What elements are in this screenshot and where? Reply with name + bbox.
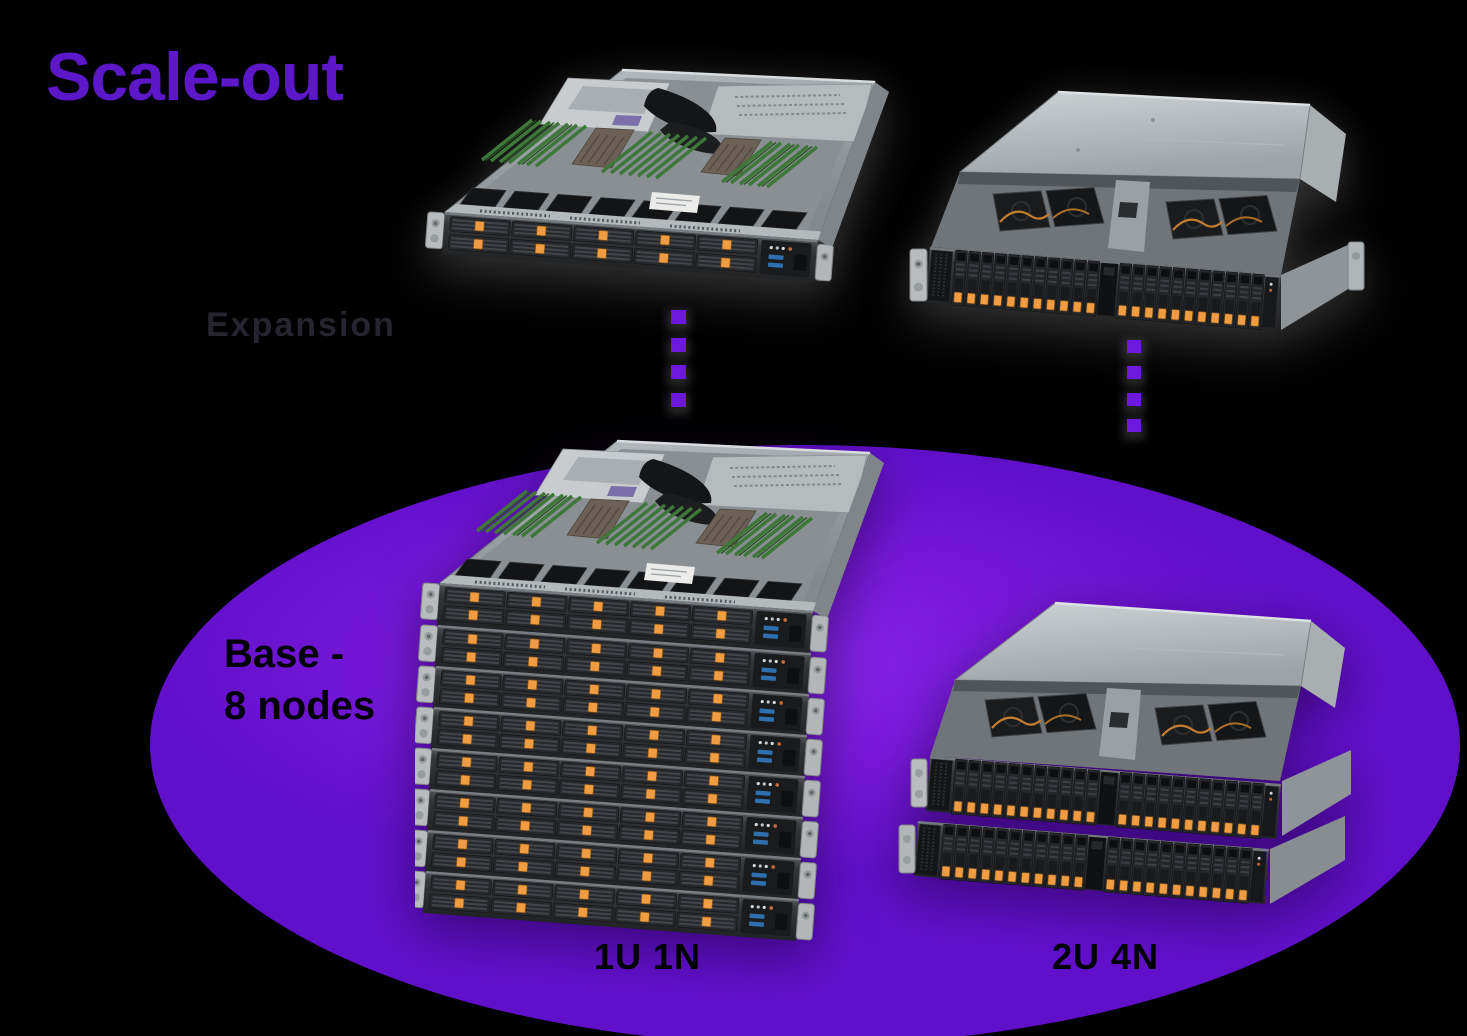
expansion-label: Expansion: [206, 306, 396, 344]
connector-dot: [671, 365, 686, 380]
server-stack-8-nodes-image: [415, 393, 893, 945]
base-label-line2: 8 nodes: [224, 684, 376, 728]
label-2u4n: 2U 4N: [1052, 936, 1160, 977]
page-title: Scale-out: [46, 39, 344, 115]
connector-dot: [1127, 366, 1141, 380]
base-label-line1: Base -: [224, 632, 345, 676]
server-2u-expansion-image: [909, 90, 1365, 340]
connector-dot: [671, 392, 686, 407]
connector-dot: [671, 337, 686, 352]
server-2u4n-image: [898, 601, 1351, 912]
label-1u1n: 1U 1N: [594, 936, 702, 977]
connector-dot: [1127, 392, 1141, 406]
base-label: Base - 8 nodes: [224, 628, 375, 732]
connector-right: [1127, 340, 1141, 432]
connector-left: [671, 310, 686, 407]
server-1u-expansion-image: [420, 22, 898, 290]
connector-dot: [1127, 418, 1141, 432]
connector-dot: [1127, 340, 1141, 353]
connector-dot: [671, 310, 686, 324]
